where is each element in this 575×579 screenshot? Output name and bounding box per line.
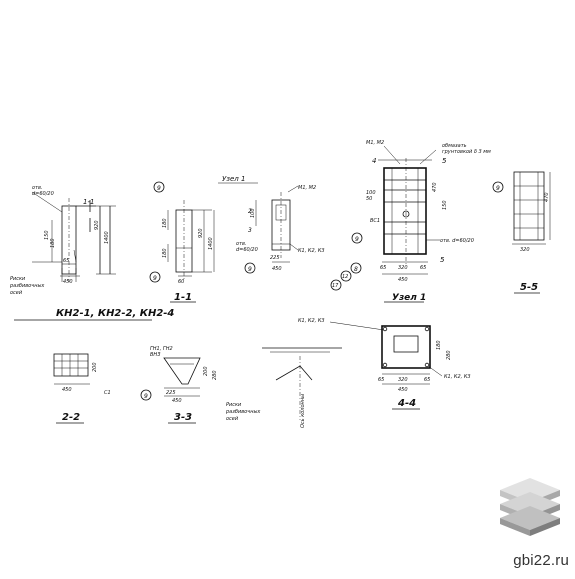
dim-text: 450 (172, 398, 182, 404)
dim-text: 65 (380, 265, 386, 271)
dim-text: 225 (166, 390, 176, 396)
dim-text: 65 (424, 377, 430, 383)
dim-text: 225 (270, 255, 280, 261)
note-text: М1, М2 (298, 185, 316, 191)
section-5-5: 9 470 320 5-5 (492, 171, 551, 294)
note-text: разбивочных (9, 283, 44, 289)
note-text: отв. (236, 241, 247, 247)
callout-9: 9 (153, 275, 157, 282)
dim-text: 100 (250, 208, 256, 218)
note-text: отв. (32, 185, 43, 191)
callout-9: 9 (157, 185, 161, 192)
node-1-detail: М1, М2 обмазать грунтовкой δ 3 мм 4 5 5 … (330, 140, 491, 303)
note-text: Риски (226, 402, 242, 408)
callout-9: 9 (248, 266, 252, 273)
elevation-view: 180 150 920 1400 65 450 отв. d=60/20 Рис… (9, 185, 116, 296)
node-label: Узел 1 (222, 175, 245, 183)
dim-text: 1400 (104, 231, 110, 244)
dim-text: 180 (50, 238, 56, 248)
callout-2: 2 (248, 208, 252, 215)
dim-text: 65 (63, 258, 69, 264)
section-label: 5-5 (520, 282, 538, 293)
callout-9: 9 (144, 393, 148, 400)
site-name: gbi22.ru (513, 552, 569, 569)
note-text: отв. d=60/20 (440, 238, 474, 244)
title-text: КН2-1, КН2-2, КН2-4 (56, 308, 174, 319)
node-1-ref: Узел 1 100 450 225 2 3 отв. d=60/20 М1, … (218, 175, 325, 274)
callout-4: 4 (372, 157, 376, 165)
callout-5: 5 (440, 256, 445, 264)
dim-text: 1400 (208, 237, 214, 250)
note-text: обмазать (442, 143, 467, 149)
dim-text: 450 (272, 266, 282, 272)
dim-text: 280 (212, 370, 218, 380)
dim-text: 450 (63, 279, 73, 285)
dim-text: 320 (520, 247, 530, 253)
dim-text: 470 (544, 192, 550, 202)
callout-9: 9 (496, 185, 500, 192)
section-1-1: 9 180 180 920 1400 60 9 1-1 (149, 181, 215, 303)
note-text: Ось колонны (300, 394, 306, 428)
section-2-2: 450 200 С1 2-2 (53, 353, 111, 424)
callout-17: 17 (332, 283, 339, 289)
dim-text: 180 (436, 340, 442, 350)
section-label: Узел 1 (392, 293, 426, 303)
callout-8: 8 (354, 266, 358, 273)
dim-text: 65 (420, 265, 426, 271)
dim-text: 100 (366, 190, 376, 196)
callout-12: 12 (342, 274, 348, 280)
section-label: 3-3 (174, 412, 192, 423)
note-text: разбивочных (225, 409, 260, 415)
note-text: К1, К2, К3 (298, 318, 325, 324)
dim-text: 920 (198, 228, 204, 238)
section-4-4: 65 320 65 450 180 280 К1, К2, К3 К1, К2,… (298, 318, 471, 410)
dim-text: 280 (446, 350, 452, 360)
callout-3: 3 (248, 227, 252, 234)
column-joint-sketch: Ось колонны (262, 347, 342, 428)
note-text: ВС1 (370, 218, 380, 224)
note-text: К1, К2, К3 (444, 374, 471, 380)
drawing-title: КН2-1, КН2-2, КН2-4 (14, 308, 174, 321)
dim-text: 180 (162, 218, 168, 228)
dim-text: 150 (442, 200, 448, 210)
dim-text: 200 (203, 366, 209, 376)
watermark-logo: gbi22.ru (486, 470, 575, 575)
dim-text: 450 (398, 387, 408, 393)
callout-5: 5 (442, 157, 447, 165)
note-text: ГН1, ГН2 (150, 346, 173, 352)
note-text: М1, М2 (366, 140, 384, 146)
note-text: Риски (10, 276, 26, 282)
note-text: осей (10, 290, 23, 296)
note-text: грунтовкой δ 3 мм (442, 149, 491, 155)
note-text: С1 (104, 390, 111, 396)
dim-text: 60 (178, 279, 184, 285)
dim-text: 320 (398, 265, 408, 271)
note-text: d=60/20 (236, 247, 258, 253)
dim-text: 200 (92, 362, 98, 372)
section-label: 1-1 (174, 292, 192, 303)
section-label: 4-4 (397, 398, 416, 409)
dim-text: 65 (378, 377, 384, 383)
note-text: d=60/20 (32, 191, 54, 197)
dim-text: 450 (398, 277, 408, 283)
note-text: ВНЗ (150, 352, 161, 358)
dim-text: 450 (62, 387, 72, 393)
callout-9: 9 (355, 236, 359, 243)
section-label: 2-2 (62, 412, 80, 423)
dim-text: 180 (162, 248, 168, 258)
callout-1: 1-1 (83, 198, 94, 206)
dim-text: 150 (44, 230, 50, 240)
dim-text: 470 (432, 182, 438, 192)
dim-text: 920 (94, 220, 100, 230)
dim-text: 50 (366, 196, 372, 202)
stacked-blocks-icon (500, 478, 560, 536)
note-text: К1, К2, К3 (298, 248, 325, 254)
dim-text: 320 (398, 377, 408, 383)
note-text: осей (226, 416, 239, 422)
section-3-3: 225 450 200 280 ГН1, ГН2 ВНЗ 9 3-3 Риски… (140, 346, 260, 424)
